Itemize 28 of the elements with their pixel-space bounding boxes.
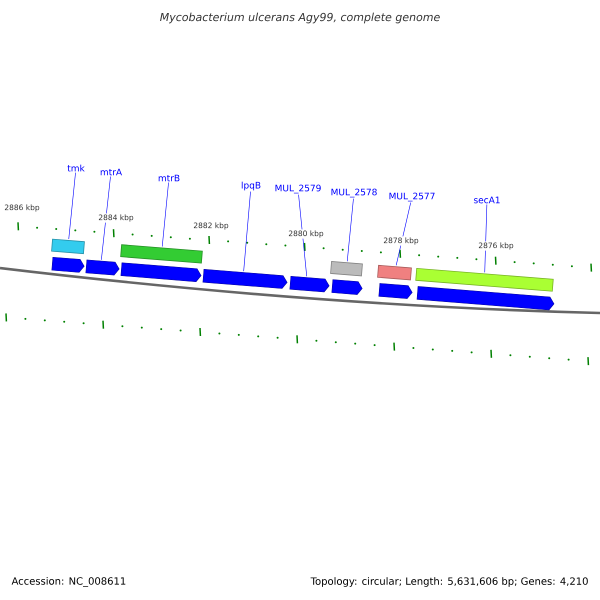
gene-block [202,269,288,289]
feature-bar [415,268,554,292]
gene-label: MUL_2579 [276,184,321,194]
gene-label: mtrB [158,174,180,182]
gene-block [290,276,330,292]
leader-line [243,191,251,272]
feature-bar [51,238,85,254]
gene-label: MUL_2578 [332,188,377,198]
gene-label: tmk [67,164,85,172]
genome-info-text: Topology: circular; Length: 5,631,606 bp; Genes: 4,210 [310,577,588,587]
gene-block [52,256,84,273]
feature-bar [330,261,363,276]
leader-line [162,182,169,247]
leader-line [346,198,354,262]
gene-block [332,279,362,295]
leader-line [101,176,111,260]
leader-line [68,172,76,240]
gene-label: lpqB [242,182,260,190]
gene-block [378,283,412,299]
gene-label: secA1 [474,196,500,204]
gene-label: mtrA [100,168,122,176]
title: Mycobacterium ulcerans Agy99, complete genome [160,12,440,24]
gene-label: MUL_2577 [390,192,435,202]
leader-line [298,194,308,277]
accession-text: Accession: NC_008611 [12,577,126,587]
gene-block [416,286,554,310]
feature-bar [377,264,412,280]
gene-block [86,260,120,276]
